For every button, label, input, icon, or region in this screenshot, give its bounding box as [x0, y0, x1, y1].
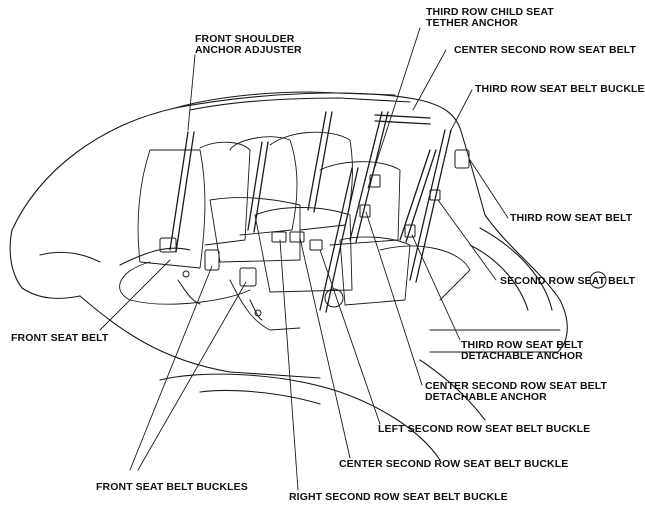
label-line: CENTER SECOND ROW SEAT BELT: [454, 44, 636, 56]
leader-third-row-child-seat-tether-anchor: [367, 27, 421, 189]
label-line: ANCHOR ADJUSTER: [195, 44, 302, 56]
leader-center-second-row-seat-belt: [412, 49, 447, 111]
leader-front-seat-belt-buckles-a: [129, 265, 213, 471]
label-line: THIRD ROW SEAT BELT: [461, 339, 584, 351]
label-line: DETACHABLE ANCHOR: [425, 391, 547, 403]
label-line: TETHER ANCHOR: [426, 17, 518, 29]
leader-front-seat-belt: [99, 259, 171, 331]
label-line: THIRD ROW CHILD SEAT: [426, 6, 554, 18]
label-second-row-seat-belt: SECOND ROW SEAT BELT: [500, 276, 635, 287]
label-line: FRONT SHOULDER: [195, 33, 295, 45]
label-line: DETACHABLE ANCHOR: [461, 350, 583, 362]
leader-third-row-seat-belt-buckle: [449, 89, 473, 133]
belt-hardware: [159, 149, 607, 321]
label-line: THIRD ROW SEAT BELT BUCKLE: [475, 83, 645, 95]
label-line: SECOND ROW SEAT BELT: [500, 275, 636, 287]
label-center-second-row-seat-belt: CENTER SECOND ROW SEAT BELT: [454, 45, 636, 56]
label-center-second-row-seat-belt-buckle: CENTER SECOND ROW SEAT BELT BUCKLE: [339, 459, 568, 470]
label-line: FRONT SEAT BELT: [11, 332, 109, 344]
label-front-shoulder-anchor-adjuster: FRONT SHOULDER ANCHOR ADJUSTER: [195, 34, 302, 56]
label-third-row-seat-belt: THIRD ROW SEAT BELT: [510, 213, 632, 224]
label-line: CENTER SECOND ROW SEAT BELT BUCKLE: [339, 458, 569, 470]
leader-front-seat-belt-buckles-b: [137, 281, 247, 471]
leader-center-second-row-seat-belt-detachable-anchor: [365, 211, 423, 386]
label-line: LEFT SECOND ROW SEAT BELT BUCKLE: [378, 423, 591, 435]
label-right-second-row-seat-belt-buckle: RIGHT SECOND ROW SEAT BELT BUCKLE: [289, 492, 508, 503]
leader-center-second-row-seat-belt-buckle: [299, 237, 351, 459]
label-line: THIRD ROW SEAT BELT: [510, 212, 633, 224]
leader-front-shoulder-anchor-adjuster: [187, 54, 196, 131]
label-third-row-seat-belt-detachable-anchor: THIRD ROW SEAT BELT DETACHABLE ANCHOR: [461, 340, 583, 362]
leader-lines: [99, 27, 509, 491]
label-line: RIGHT SECOND ROW SEAT BELT BUCKLE: [289, 491, 508, 503]
label-third-row-child-seat-tether-anchor: THIRD ROW CHILD SEAT TETHER ANCHOR: [426, 7, 554, 29]
label-left-second-row-seat-belt-buckle: LEFT SECOND ROW SEAT BELT BUCKLE: [378, 424, 590, 435]
leader-third-row-seat-belt-detachable-anchor: [411, 234, 461, 341]
leader-second-row-seat-belt: [437, 199, 497, 281]
leader-third-row-seat-belt: [469, 159, 509, 219]
label-third-row-seat-belt-buckle: THIRD ROW SEAT BELT BUCKLE: [475, 84, 645, 95]
label-line: FRONT SEAT BELT BUCKLES: [96, 481, 248, 493]
label-center-second-row-seat-belt-detachable-anchor: CENTER SECOND ROW SEAT BELT DETACHABLE A…: [425, 381, 607, 403]
leader-left-second-row-seat-belt-buckle: [319, 249, 381, 425]
label-front-seat-belt: FRONT SEAT BELT: [11, 333, 108, 344]
vehicle-body-outline: [9, 91, 568, 461]
leader-right-second-row-seat-belt-buckle: [279, 239, 299, 491]
label-front-seat-belt-buckles: FRONT SEAT BELT BUCKLES: [96, 482, 248, 493]
label-line: CENTER SECOND ROW SEAT BELT: [425, 380, 607, 392]
seat-outlines: [119, 131, 471, 331]
